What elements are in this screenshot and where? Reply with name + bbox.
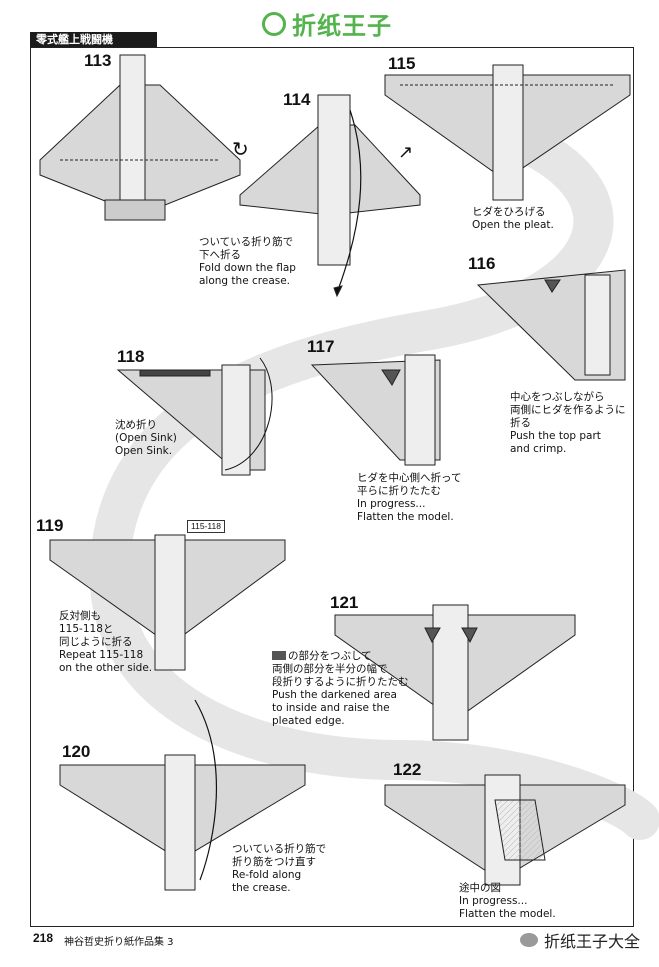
darkened-area-swatch <box>272 651 286 660</box>
step-number: 116 <box>468 254 496 273</box>
caption-122: 途中の図 In progress... Flatten the model. <box>459 882 556 920</box>
step-number: 115 <box>388 54 416 73</box>
step-number: 117 <box>307 337 335 356</box>
diagram-114 <box>239 94 421 298</box>
step-number: 118 <box>117 347 145 366</box>
caption-118: 沈め折り (Open Sink) Open Sink. <box>115 419 177 457</box>
watermark-bottom-text: 折纸王子大全 <box>544 932 641 951</box>
diagram-120 <box>59 699 306 891</box>
diagram-116 <box>476 269 626 381</box>
watermark-top: 折纸王子 <box>262 6 392 41</box>
diagram-122 <box>384 774 626 886</box>
step-number: 114 <box>283 90 311 109</box>
watermark-text: 折纸王子 <box>292 12 392 40</box>
step-number: 120 <box>62 742 91 761</box>
caption-114: ついている折り筋で 下へ折る Fold down the flap along … <box>199 236 296 287</box>
page-frame <box>30 47 634 927</box>
diagram-118 <box>116 357 273 476</box>
step-number: 113 <box>84 51 112 70</box>
wechat-icon <box>262 11 286 36</box>
page-number: 218 <box>33 931 54 945</box>
rotate-symbol: ↻ <box>232 139 249 161</box>
step-number: 122 <box>393 760 422 779</box>
watermark-bottom: 折纸王子大全 <box>520 928 640 952</box>
caption-116: 中心をつぶしながら 両側にヒダを作るように 折る Push the top pa… <box>510 391 626 455</box>
caption-120: ついている折り筋で 折り筋をつけ直す Re-fold along the cre… <box>232 843 327 894</box>
diagram-115 <box>384 64 631 201</box>
wechat-icon <box>520 933 538 947</box>
step-reference-box: 115-118 <box>187 520 225 533</box>
step-number: 119 <box>36 516 64 535</box>
book-title: 神谷哲史折り紙作品集 3 <box>64 937 174 948</box>
diagram-113 <box>39 54 241 221</box>
diagram-121 <box>334 604 576 741</box>
caption-115: ヒダをひろげる Open the pleat. <box>472 206 554 231</box>
diagram-119 <box>49 534 286 671</box>
turnover-symbol: ↗ <box>398 142 413 162</box>
caption-121: の部分をつぶして 両側の部分を半分の幅で 段折りするように折りたたむ Push … <box>272 650 409 727</box>
step-number: 121 <box>330 593 359 612</box>
caption-119: 反対側も 115-118と 同じように折る Repeat 115-118 on … <box>59 610 153 674</box>
caption-117: ヒダを中心側へ折って 平らに折りたたむ In progress... Flatt… <box>357 472 462 523</box>
diagram-117 <box>310 354 441 466</box>
chapter-header: 零式艦上戦闘機 <box>30 32 157 47</box>
